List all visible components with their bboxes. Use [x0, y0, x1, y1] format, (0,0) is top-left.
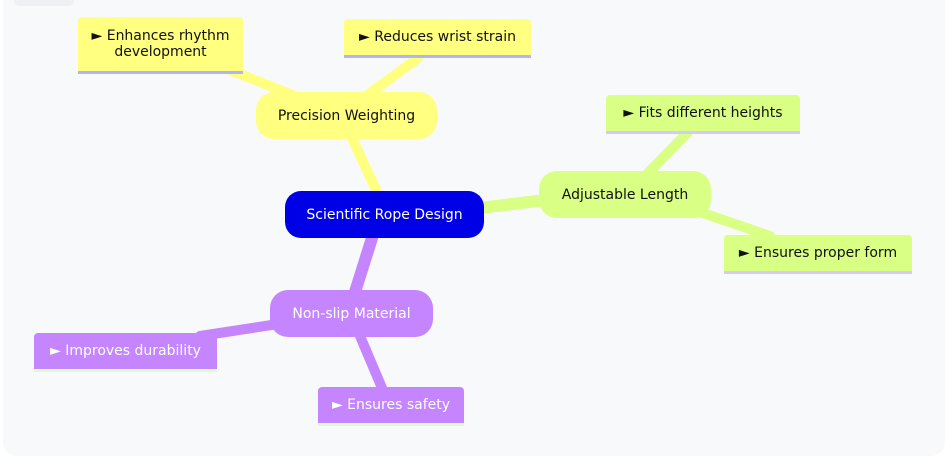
- leaf-node-fits-different-heights[interactable]: ► Fits different heights: [606, 95, 800, 134]
- leaf-label: ► Reduces wrist strain: [359, 29, 516, 45]
- branch-label: Precision Weighting: [277, 107, 416, 124]
- leaf-label: ► Fits different heights: [623, 105, 783, 121]
- leaf-node-reduces-wrist-strain[interactable]: ► Reduces wrist strain: [344, 19, 531, 58]
- edge-root-adjustable: [474, 194, 551, 214]
- leaf-node-enhances-rhythm[interactable]: ► Enhances rhythm development: [78, 17, 243, 74]
- branch-node-adjustable-length[interactable]: Adjustable Length: [539, 171, 711, 218]
- branch-node-precision-weighting[interactable]: Precision Weighting: [256, 92, 437, 139]
- top-edge-shadow: [14, 0, 74, 6]
- root-node[interactable]: Scientific Rope Design: [285, 191, 484, 238]
- branch-node-non-slip-material[interactable]: Non-slip Material: [270, 290, 433, 337]
- leaf-label: ► Ensures safety: [331, 397, 451, 413]
- leaf-node-improves-durability[interactable]: ► Improves durability: [34, 333, 217, 372]
- edge-root-nonslip: [349, 232, 378, 298]
- leaf-label: ► Ensures proper form: [738, 245, 898, 261]
- root-label: Scientific Rope Design: [306, 206, 463, 223]
- leaf-label-line1: ► Enhances rhythm: [91, 28, 230, 44]
- edge-adjustable-form: [695, 207, 775, 241]
- leaf-node-ensures-safety[interactable]: ► Ensures safety: [318, 387, 464, 426]
- edge-root-precision: [347, 133, 381, 195]
- branch-label: Adjustable Length: [561, 186, 689, 203]
- leaf-label: ► Improves durability: [50, 343, 201, 359]
- leaf-label-line2: development: [114, 44, 207, 60]
- leaf-node-ensures-proper-form[interactable]: ► Ensures proper form: [724, 235, 912, 274]
- branch-label: Non-slip Material: [292, 305, 411, 322]
- edge-precision-wrist: [361, 53, 423, 101]
- edge-adjustable-heights: [640, 125, 695, 181]
- edge-nonslip-safety: [355, 331, 387, 393]
